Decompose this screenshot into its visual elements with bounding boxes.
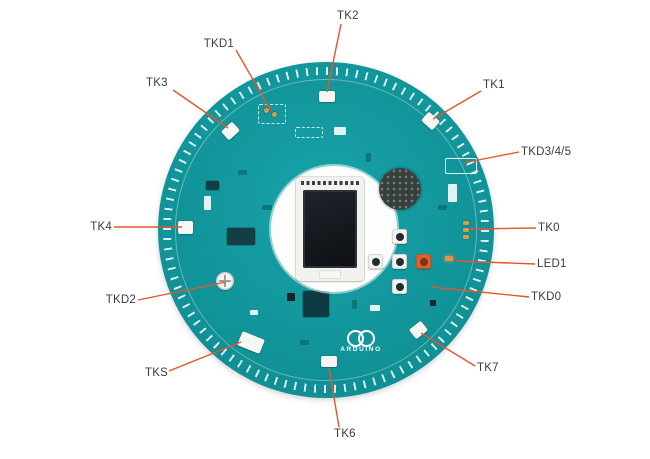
callout-tkd0: TKD0 bbox=[531, 291, 562, 303]
callout-tkd1: TKD1 bbox=[203, 38, 234, 50]
speaker bbox=[379, 168, 421, 210]
callout-tks: TKS bbox=[145, 367, 168, 379]
callout-tk0: TK0 bbox=[538, 222, 560, 234]
ic-chip bbox=[206, 181, 219, 190]
tkd345-outline bbox=[445, 158, 477, 174]
lcd-screen bbox=[303, 190, 357, 268]
callout-tk2: TK2 bbox=[337, 10, 359, 22]
passive-component bbox=[287, 293, 295, 301]
led1-component bbox=[445, 256, 453, 261]
button-right-orange bbox=[416, 254, 431, 269]
callout-tk7: TK7 bbox=[477, 362, 499, 374]
callout-tk4: TK4 bbox=[90, 221, 112, 233]
silkscreen-rect bbox=[250, 310, 258, 315]
silkscreen-dashed-outline bbox=[295, 127, 323, 138]
tkd1-pad bbox=[264, 108, 269, 113]
silkscreen-rect bbox=[334, 127, 346, 135]
button-center bbox=[392, 254, 407, 269]
passive-component bbox=[352, 300, 357, 309]
mcu-chip bbox=[303, 291, 329, 317]
tk6-component bbox=[321, 356, 337, 367]
silkscreen-rect bbox=[448, 184, 457, 202]
ic-chip bbox=[227, 228, 255, 245]
passive-component bbox=[366, 153, 371, 162]
tkd2-button bbox=[216, 272, 234, 290]
arduino-logo-ring-right bbox=[358, 330, 375, 347]
tkd1-pad bbox=[272, 112, 277, 117]
passive-component bbox=[430, 300, 436, 306]
silkscreen-rect bbox=[370, 305, 380, 311]
passive-component bbox=[238, 170, 247, 175]
passive-component bbox=[438, 205, 447, 210]
passive-component bbox=[300, 340, 309, 345]
button-up bbox=[392, 229, 407, 244]
silkscreen-dashed-outline bbox=[258, 104, 286, 124]
tk4-component bbox=[178, 221, 193, 234]
callout-tkd345: TKD3/4/5 bbox=[521, 146, 572, 158]
silkscreen-rect bbox=[204, 196, 211, 210]
tk0-pad bbox=[463, 228, 469, 232]
callout-tkd2: TKD2 bbox=[105, 294, 136, 306]
callout-tk6: TK6 bbox=[334, 428, 356, 440]
callout-tk1: TK1 bbox=[483, 79, 505, 91]
tk0-pad bbox=[463, 221, 469, 225]
tk2-component bbox=[319, 91, 335, 102]
lcd-pin-header bbox=[301, 181, 359, 185]
ruler-baseline-ring bbox=[175, 79, 477, 381]
arduino-logo-text: ARDUINO bbox=[340, 346, 382, 353]
callout-led1: LED1 bbox=[537, 258, 567, 270]
button-down-tkd0 bbox=[392, 279, 407, 294]
lcd-connector bbox=[320, 271, 340, 278]
callout-tk3: TK3 bbox=[146, 77, 168, 89]
tk0-pad bbox=[463, 235, 469, 239]
passive-component bbox=[262, 205, 272, 210]
button-left bbox=[368, 254, 383, 269]
